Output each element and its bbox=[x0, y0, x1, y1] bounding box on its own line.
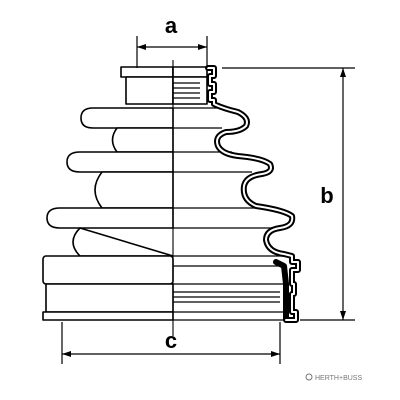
brand-logo-icon bbox=[305, 373, 313, 381]
boot-wall-section bbox=[205, 65, 301, 323]
brand-watermark: HERTH+BUSS bbox=[305, 373, 362, 382]
dimension-a: a bbox=[136, 13, 208, 68]
boot-inner-lines bbox=[172, 66, 296, 321]
brand-name: HERTH+BUSS bbox=[315, 375, 362, 382]
dimension-b: b bbox=[222, 67, 355, 321]
boot-exterior-outline bbox=[42, 66, 174, 321]
dimension-b-label: b bbox=[320, 183, 333, 208]
dimension-c: c bbox=[61, 322, 281, 364]
dimension-a-label: a bbox=[165, 13, 178, 38]
dimension-c-label: c bbox=[165, 328, 177, 353]
